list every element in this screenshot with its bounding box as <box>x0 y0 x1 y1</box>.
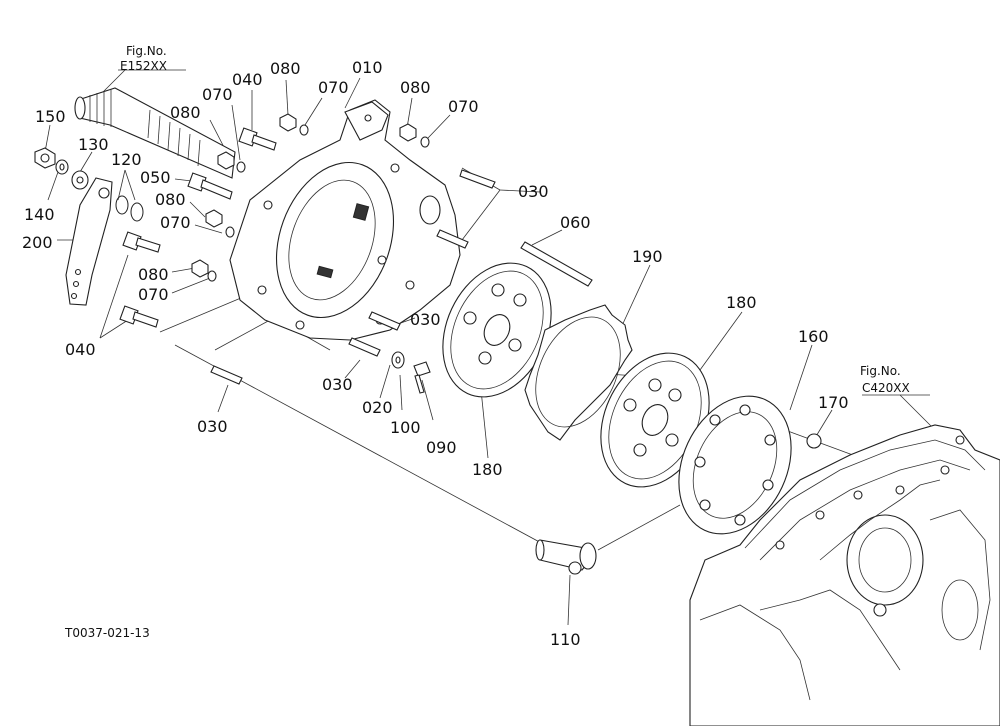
stud-030d <box>348 337 381 357</box>
bolt-050 <box>187 172 233 200</box>
fasteners-mid <box>391 351 431 394</box>
fig-ref-title: Fig.No. <box>860 364 901 378</box>
label-070: 070 <box>318 78 349 97</box>
label-150: 150 <box>35 107 66 126</box>
pin-060 <box>520 241 593 287</box>
bolt-040c <box>238 127 277 151</box>
stud-030c <box>368 311 401 331</box>
label-080: 080 <box>155 190 186 209</box>
fig-ref-number: C420XX <box>862 381 910 395</box>
plate-190 <box>524 304 633 441</box>
label-040: 040 <box>65 340 96 359</box>
studs-030 <box>210 169 593 385</box>
label-060: 060 <box>560 213 591 232</box>
ball-170 <box>806 433 822 449</box>
label-160: 160 <box>798 327 829 346</box>
label-100: 100 <box>390 418 421 437</box>
part-labels: 010 080 070 040 080 070 070 080 050 080 … <box>22 58 849 649</box>
figure-reference-c420xx[interactable]: Fig.No. C420XX <box>860 364 910 395</box>
fig-ref-title: Fig.No. <box>126 44 167 58</box>
fig-ref-number: E152XX <box>120 59 167 73</box>
label-140: 140 <box>24 205 55 224</box>
label-090: 090 <box>426 438 457 457</box>
stud-030a <box>459 169 496 189</box>
housing-010 <box>229 99 461 341</box>
label-170: 170 <box>818 393 849 412</box>
label-070: 070 <box>160 213 191 232</box>
label-030: 030 <box>322 375 353 394</box>
o-ring-120a <box>115 195 129 215</box>
label-050: 050 <box>140 168 171 187</box>
label-110: 110 <box>550 630 581 649</box>
label-070: 070 <box>448 97 479 116</box>
friction-disk-180a <box>442 262 552 398</box>
transmission-case <box>689 424 1000 726</box>
pto-shaft <box>74 87 236 179</box>
label-120: 120 <box>111 150 142 169</box>
label-080: 080 <box>138 265 169 284</box>
stud-030e <box>210 365 243 385</box>
label-130: 130 <box>78 135 109 154</box>
small-parts-left <box>34 113 430 328</box>
label-080: 080 <box>400 78 431 97</box>
friction-disk-180b <box>600 352 710 488</box>
shaft-110 <box>535 539 597 575</box>
label-020: 020 <box>362 398 393 417</box>
label-030: 030 <box>518 182 549 201</box>
label-180: 180 <box>472 460 503 479</box>
bolt-090 <box>413 361 431 377</box>
label-010: 010 <box>352 58 383 77</box>
label-080: 080 <box>170 103 201 122</box>
nut-080-group <box>191 113 430 282</box>
stud-030b <box>436 229 469 249</box>
figure-reference-e152xx[interactable]: Fig.No. E152XX <box>120 44 167 73</box>
gasket-160 <box>678 395 792 535</box>
o-ring-120b <box>130 202 144 222</box>
label-030: 030 <box>410 310 441 329</box>
label-070: 070 <box>202 85 233 104</box>
label-200: 200 <box>22 233 53 252</box>
drawing-code: T0037-021-13 <box>64 626 150 640</box>
label-080: 080 <box>270 59 301 78</box>
label-190: 190 <box>632 247 663 266</box>
label-180: 180 <box>726 293 757 312</box>
label-070: 070 <box>138 285 169 304</box>
label-040: 040 <box>232 70 263 89</box>
bolt-040b <box>119 305 159 328</box>
bolt-040a <box>122 231 161 253</box>
label-030: 030 <box>197 417 228 436</box>
